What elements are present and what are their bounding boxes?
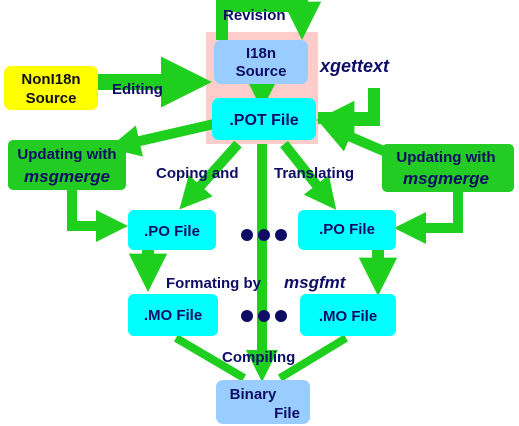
editing-label: Editing: [112, 81, 163, 98]
mo-right-to-compile-arrow: [277, 334, 349, 382]
pot-file-label: .POT File: [229, 112, 298, 129]
xgettext-label: xgettext: [319, 56, 390, 76]
translating-label: Translating: [274, 165, 354, 182]
mo-file-left-node: [128, 294, 218, 336]
pot-file-node: [212, 98, 316, 140]
update-left-node: [8, 140, 126, 190]
noni18n-source-node: [4, 66, 98, 110]
pot-to-po-right-arrow: [280, 140, 337, 210]
i18n-source-node: [214, 40, 308, 84]
i18n-source-label-1: I18n: [246, 45, 276, 62]
mo-file-right-node: [300, 294, 396, 336]
xgettext-arrow: [318, 88, 380, 124]
binary-file-label-1: Binary: [230, 386, 277, 403]
noni18n-label-2: Source: [26, 90, 77, 107]
update-left-label-1: Updating with: [17, 146, 116, 163]
update-left-to-po-left-arrow: [67, 188, 128, 242]
ellipsis-dots-po: [241, 229, 287, 241]
mo-file-left-label: .MO File: [144, 307, 202, 324]
i18n-source-label-2: Source: [236, 63, 287, 80]
update-left-label-2: msgmerge: [24, 167, 110, 186]
revision-label: Revision: [223, 7, 286, 24]
update-right-label-2: msgmerge: [403, 169, 489, 188]
update-right-to-pot-arrow: [320, 121, 388, 157]
update-right-to-po-right-arrow: [394, 188, 463, 245]
po-file-right-label: .PO File: [319, 221, 375, 238]
po-file-left-node: [128, 210, 216, 250]
msgfmt-label: msgfmt: [284, 273, 347, 292]
revision-loop-arrow: [216, 0, 322, 40]
binary-file-label-2: File: [274, 405, 300, 422]
update-right-label-1: Updating with: [396, 149, 495, 166]
po-file-left-label: .PO File: [144, 223, 200, 240]
pot-to-po-left-arrow: [179, 140, 242, 210]
compiling-label: Compiling: [222, 349, 295, 366]
pot-to-update-left-arrow: [108, 119, 216, 157]
update-right-node: [382, 144, 514, 192]
binary-file-node: [216, 380, 310, 424]
mo-file-right-label: .MO File: [319, 308, 377, 325]
formating-label: Formating by: [166, 275, 262, 292]
ellipsis-dots-mo: [241, 310, 287, 322]
xgettext-arrow-end: [316, 88, 380, 140]
po-file-right-node: [298, 210, 396, 250]
mo-left-to-compile-arrow: [173, 334, 247, 382]
coping-label: Coping and: [156, 165, 239, 182]
noni18n-label-1: NonI18n: [21, 71, 80, 88]
